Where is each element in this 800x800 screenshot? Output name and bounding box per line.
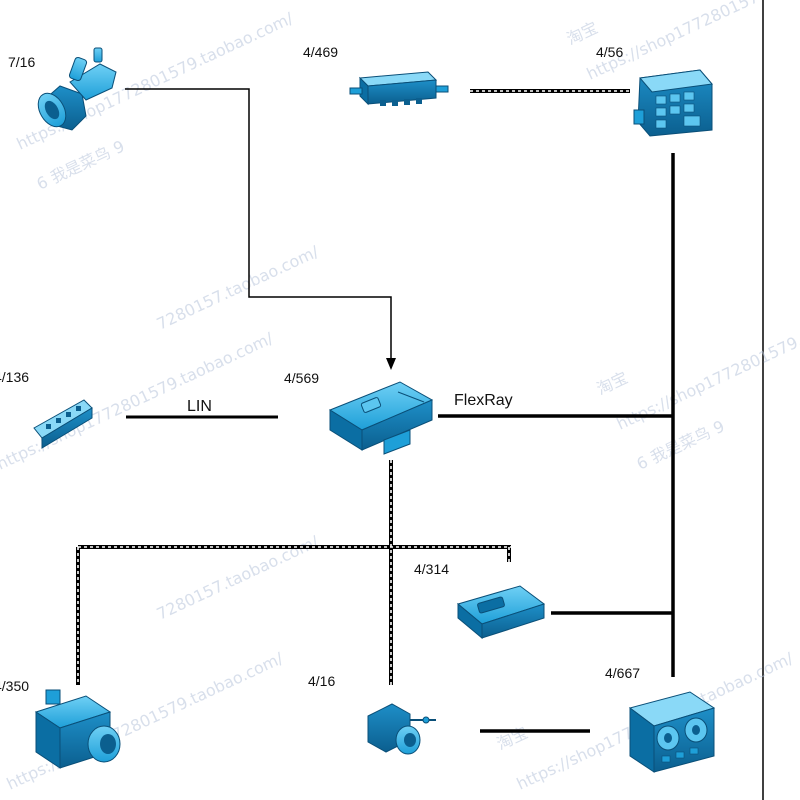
module-7-16-icon [37,47,117,131]
arrowhead-4-569 [386,358,396,370]
flexray-label: FlexRay [454,392,513,409]
module-4-314-icon [456,585,546,640]
watermark-slogan-1: 6 我是菜鸟 9 [34,136,128,193]
module-4-350-icon [34,689,121,769]
label-4-16: 4/16 [308,673,335,689]
watermark-store-2: 淘宝 [594,368,631,399]
module-4-56-icon [633,69,713,137]
module-4-136-icon [33,399,93,449]
watermark-slogan-2: 6 我是菜鸟 9 [634,416,728,473]
watermark-url-3: https://shop1772801579.taobao.com/ [0,328,277,473]
label-4-136: 4/136 [0,369,29,385]
label-4-56: 4/56 [596,44,623,60]
module-4-667-icon [628,691,716,773]
label-7-16: 7/16 [8,54,35,70]
module-4-569-icon [328,381,434,455]
watermark-store-3: 淘宝 [494,723,531,754]
label-4-314: 4/314 [414,561,449,577]
watermark-url-4: https://shop1772801579.taobao.com/ [614,288,800,433]
module-4-16-icon [367,703,436,755]
dashed-bus-tree [76,460,511,685]
connector-7-16-to-4-569 [125,88,392,362]
label-4-667: 4/667 [605,665,640,681]
watermark-url-partial-1: 7280157.taobao.com/ [154,242,322,334]
label-4-569: 4/569 [284,370,319,386]
label-4-350: 4/350 [0,678,29,694]
module-4-469-icon [349,71,449,106]
watermark-url-1: https://shop1772801579.taobao.com/ [14,8,297,153]
lin-label: LIN [187,398,212,415]
label-4-469: 4/469 [303,44,338,60]
